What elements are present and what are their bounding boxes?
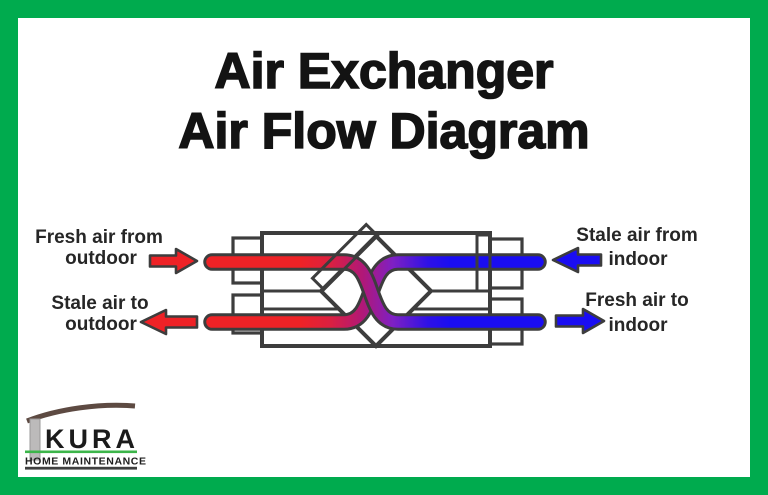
- filter-hatch: [475, 233, 492, 293]
- core-membrane-hatch: [310, 222, 380, 292]
- page-title-line1: Air Exchanger: [214, 43, 553, 99]
- label-fresh-out-line2: indoor: [608, 315, 668, 336]
- label-stale-out-line2: outdoor: [65, 314, 137, 335]
- logo-chimney-bar: [29, 418, 41, 461]
- page-title-line2: Air Flow Diagram: [178, 103, 589, 159]
- label-fresh-in-line1: Fresh air from: [35, 227, 163, 248]
- label-fresh-out-line1: Fresh air to: [585, 290, 688, 311]
- label-stale-in-line1: Stale air from: [576, 225, 697, 246]
- fresh-out-arrow-icon: [554, 307, 606, 335]
- stale-out-arrow-icon: [139, 308, 199, 336]
- logo-roof-swoosh: [26, 402, 136, 424]
- label-stale-in-line2: indoor: [608, 249, 668, 270]
- stale-in-arrow-icon: [551, 246, 603, 274]
- fresh-in-arrow-icon: [148, 247, 199, 275]
- label-fresh-in-line2: outdoor: [65, 248, 137, 269]
- logo-tagline: HOME MAINTENANCE: [25, 456, 147, 468]
- logo-accent-line: [25, 450, 137, 454]
- label-stale-out-line1: Stale air to: [51, 293, 148, 314]
- logo-underline: [25, 466, 137, 470]
- logo-wordmark: KURA: [45, 424, 139, 454]
- kura-logo: KURA HOME MAINTENANCE: [25, 402, 147, 470]
